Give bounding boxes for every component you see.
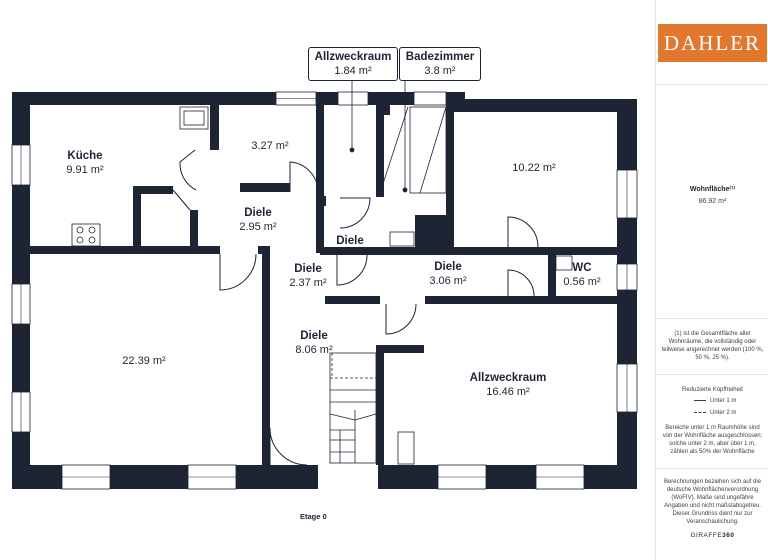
wall-allzweck-top (425, 296, 620, 304)
room-label-diele-806: Diele 8.06 m² (295, 330, 333, 356)
bath-sink (389, 231, 415, 247)
divider (656, 318, 768, 319)
bathtub (409, 106, 447, 194)
staircase (329, 352, 377, 464)
floor-plan (11, 80, 638, 490)
wall-right (617, 99, 637, 489)
callout-allzweckraum: Allzweckraum 1.84 m² (308, 47, 398, 81)
dahler-logo: DAHLER (658, 24, 767, 62)
door-allzweck-1646 (385, 303, 417, 335)
solid-line-icon (694, 399, 706, 401)
headroom-title: Reduzierte Kopffreiheit (682, 387, 743, 393)
info-sidebar: DAHLER Wohnfläche⁽¹⁾ 86.92 m² (1) ist di… (655, 0, 768, 560)
wohnflaeche-title: Wohnfläche⁽¹⁾ (689, 186, 736, 193)
door-327 (289, 161, 319, 193)
wall-bottom-right (378, 465, 637, 489)
dashed-line-icon (694, 411, 706, 413)
footnote: (1) ist die Gesamtfläche aller Wohnräume… (661, 331, 764, 361)
wall-allzweck-right (376, 105, 384, 197)
wall-diele306-bottom (325, 296, 380, 304)
wall-pantry-right (190, 210, 198, 246)
divider (656, 84, 768, 85)
room-label-diele-237: Diele 2.37 m² (289, 263, 327, 289)
room-label-allzweck-1646: Allzweckraum 16.46 m² (469, 372, 547, 398)
door-entrance (269, 427, 308, 466)
disclaimer: Berechnungen beziehen sich auf die deuts… (663, 479, 762, 525)
wall-wc-left (548, 247, 556, 304)
door-diele306 (336, 254, 368, 286)
wall-stair-inner (378, 345, 424, 353)
wall-top-right (453, 99, 637, 112)
wall-top-left (12, 92, 465, 105)
room-label-diele-306: Diele 3.06 m² (429, 261, 467, 287)
door-kitchen (179, 149, 197, 191)
wall-bath-left (384, 105, 390, 115)
room-label-1022: 10.22 m² (512, 162, 556, 174)
room-label-kueche: Küche 9.91 m² (66, 150, 104, 176)
giraffe360-logo: GIRAFFE360 (690, 532, 735, 539)
wall-stub-1 (320, 196, 326, 206)
wall-bath-right (446, 105, 454, 247)
door-diele-left (219, 253, 257, 291)
kitchen-sink (179, 106, 209, 130)
wall-diele295-right (316, 105, 324, 253)
wohnflaeche-value: 86.92 m² (698, 198, 727, 205)
divider (656, 468, 768, 469)
door-allzweck-small (339, 197, 371, 229)
wall-bath-bottom (415, 215, 454, 247)
wall-mid-vertical (262, 246, 270, 465)
wall-diele306-top (320, 247, 620, 255)
wall-kitchen-bottom (30, 246, 220, 254)
room-label-diele-295: Diele 2.95 m² (239, 207, 277, 233)
callout-badezimmer: Badezimmer 3.8 m² (399, 47, 481, 81)
door-pantry (172, 189, 191, 211)
window-top-allzweck (337, 91, 369, 106)
wall-327-bottom (240, 183, 290, 192)
window-top-bath (413, 91, 447, 106)
wall-pantry-top (133, 186, 173, 194)
room-label-327: 3.27 m² (251, 140, 289, 152)
room-label-wc: WC 0.56 m² (563, 262, 601, 288)
kitchen-stove (71, 223, 101, 247)
entrance-arrow-icon (289, 472, 301, 483)
door-1022 (507, 216, 539, 248)
allzweck-sink (397, 431, 415, 465)
wall-pantry-left (133, 186, 141, 246)
floor-label: Etage 0 (300, 512, 327, 521)
wall-bottom-left (12, 465, 318, 489)
legend-under-2m: Unter 2 m (694, 410, 764, 416)
room-label-2239: 22.39 m² (122, 355, 166, 367)
room-label-diele-small: Diele (336, 235, 364, 247)
headroom-note: Bereiche unter 1 m Raumhöhe sind von der… (662, 425, 763, 455)
wall-stair-right (376, 345, 384, 465)
door-wc (507, 269, 535, 297)
wc-sink (555, 255, 573, 271)
divider (656, 374, 768, 375)
wall-kitchen-right (210, 105, 219, 150)
legend-under-1m: Unter 1 m (694, 398, 764, 404)
